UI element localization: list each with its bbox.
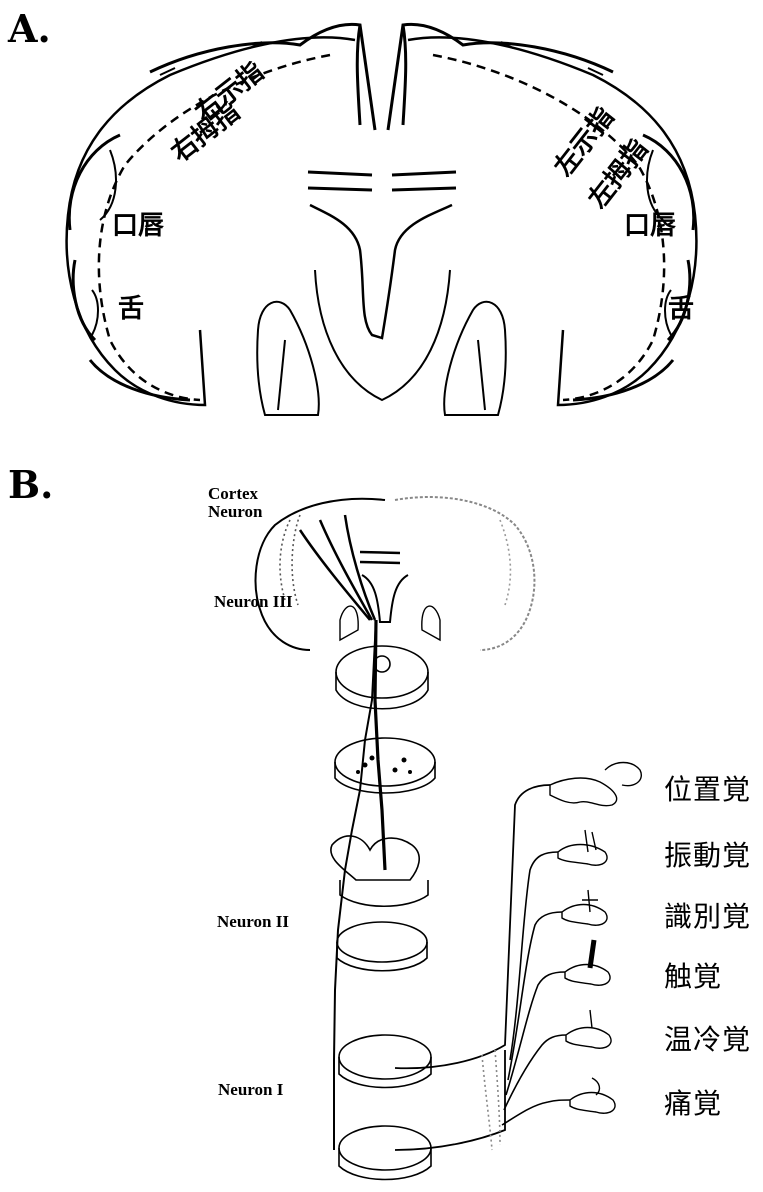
cortex-neuron-label: Neuron [208,502,262,522]
thoracic-cord-section [339,1035,431,1079]
neuron-ii-label: Neuron II [217,912,289,932]
sense-label-vibration: 振動覚 [664,834,751,874]
sense-label-touch: 触覚 [664,955,722,995]
sense-label-pain: 痛覚 [664,1082,722,1122]
pons-section [335,738,435,786]
hand-sketches [550,763,641,1114]
lumbar-cord-section [339,1126,431,1170]
sense-label-discrimination: 識別覚 [664,895,751,935]
sense-label-position: 位置覚 [664,768,751,808]
sense-label-temperature: 温冷覚 [664,1018,751,1058]
thalamocortical-fibers [300,515,375,620]
neuron-iii-label: Neuron III [214,592,293,612]
panel-b-label: B. [8,462,53,507]
cervical-cord-section [337,922,427,962]
neuron-i-label: Neuron I [218,1080,283,1100]
cortex-label: Cortex [208,484,258,504]
small-brain-right [395,497,534,650]
